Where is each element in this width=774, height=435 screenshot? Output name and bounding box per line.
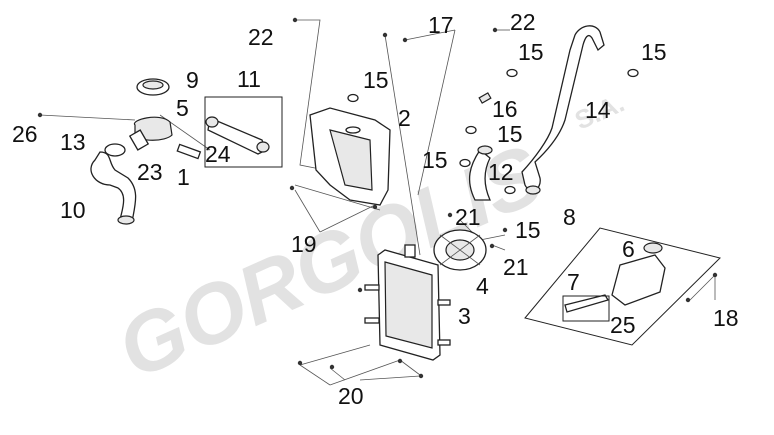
callout-6: 6: [622, 236, 635, 262]
callout-9: 9: [186, 67, 199, 93]
reservoir-8: [524, 227, 721, 346]
radiator-3: [364, 244, 451, 361]
hose-10: [90, 151, 137, 223]
callout-22a: 22: [248, 24, 274, 50]
callout-3: 3: [458, 303, 471, 329]
callout-21a: 21: [455, 204, 481, 230]
pipe-1: [176, 143, 202, 160]
callout-11: 11: [237, 66, 261, 92]
callout-7: 7: [567, 269, 580, 295]
callout-26: 26: [12, 121, 38, 147]
callout-24: 24: [205, 141, 231, 167]
pipe-box-11: [204, 96, 283, 168]
callout-15c: 15: [363, 67, 389, 93]
pipe-14: [521, 25, 605, 195]
callout-15e: 15: [422, 147, 448, 173]
fan-4: [433, 229, 487, 271]
fitting-23: [128, 129, 150, 151]
callout-10: 10: [60, 197, 86, 223]
callout-15a: 15: [518, 39, 544, 65]
callout-15b: 15: [641, 39, 667, 65]
callout-5: 5: [176, 95, 189, 121]
hose-12: [468, 145, 493, 201]
callout-13: 13: [60, 129, 86, 155]
callout-2: 2: [398, 105, 411, 131]
callout-17: 17: [428, 12, 454, 38]
callout-4: 4: [476, 273, 489, 299]
callout-18: 18: [713, 305, 739, 331]
callout-22b: 22: [510, 9, 536, 35]
callout-20: 20: [338, 383, 364, 409]
callout-labels: 22 17 22 15 15 9 11 15 5 2 16 14 26 13 2…: [12, 9, 739, 409]
callout-19: 19: [291, 231, 317, 257]
callout-15d: 15: [497, 121, 523, 147]
callout-1: 1: [177, 164, 190, 190]
callout-15f: 15: [515, 217, 541, 243]
callout-14: 14: [585, 97, 611, 123]
callout-8: 8: [563, 204, 576, 230]
hose-10-end: [117, 215, 135, 225]
callout-16: 16: [492, 96, 518, 122]
thermostat-housing-cluster: [37, 78, 202, 225]
callout-25: 25: [610, 312, 636, 338]
fasteners: [289, 17, 718, 379]
clamp-13: [104, 143, 126, 157]
small-clamps-15: [347, 68, 639, 195]
cover-2: [309, 107, 391, 206]
callout-12: 12: [488, 159, 514, 185]
callout-21b: 21: [503, 254, 529, 280]
callout-23: 23: [137, 159, 163, 185]
